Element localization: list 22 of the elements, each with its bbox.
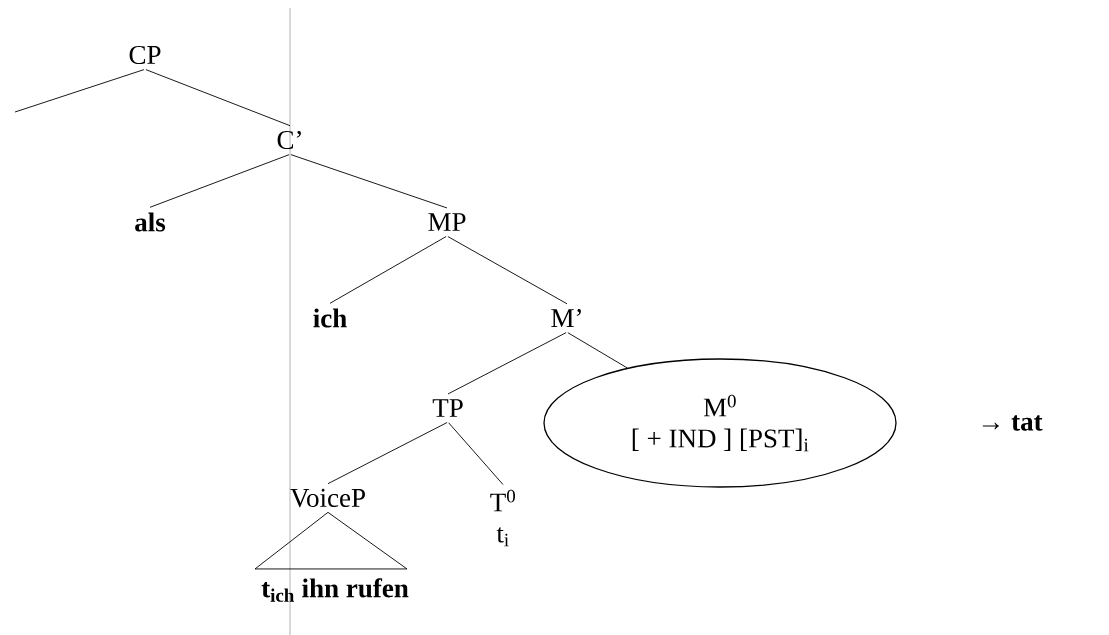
branch-line bbox=[149, 154, 290, 208]
annotation: → tat bbox=[982, 415, 1043, 431]
branch-line bbox=[145, 69, 291, 127]
branch-line bbox=[447, 236, 568, 305]
tree-label: t$_{ich}$ ihn rufen bbox=[261, 578, 409, 602]
triangle bbox=[254, 511, 408, 570]
branch-line bbox=[329, 236, 447, 304]
branch-line bbox=[290, 154, 448, 209]
tree-label: M’ bbox=[551, 309, 581, 327]
branch-line bbox=[447, 332, 567, 395]
branch-line bbox=[327, 422, 448, 485]
tree-label: MP bbox=[428, 213, 466, 231]
tree-label: C’ bbox=[277, 130, 301, 150]
tree-label: ich bbox=[313, 308, 347, 328]
tree-label: T$^{0}$ t$_{i}$ bbox=[490, 489, 515, 547]
tree-label: als bbox=[135, 212, 166, 232]
tree-label: CP bbox=[129, 45, 161, 65]
branch-line bbox=[448, 422, 504, 485]
branch-line bbox=[14, 69, 145, 113]
tree-label: VoiceP bbox=[290, 488, 365, 508]
tree-label: TP bbox=[432, 399, 463, 417]
branch-line bbox=[567, 332, 628, 369]
